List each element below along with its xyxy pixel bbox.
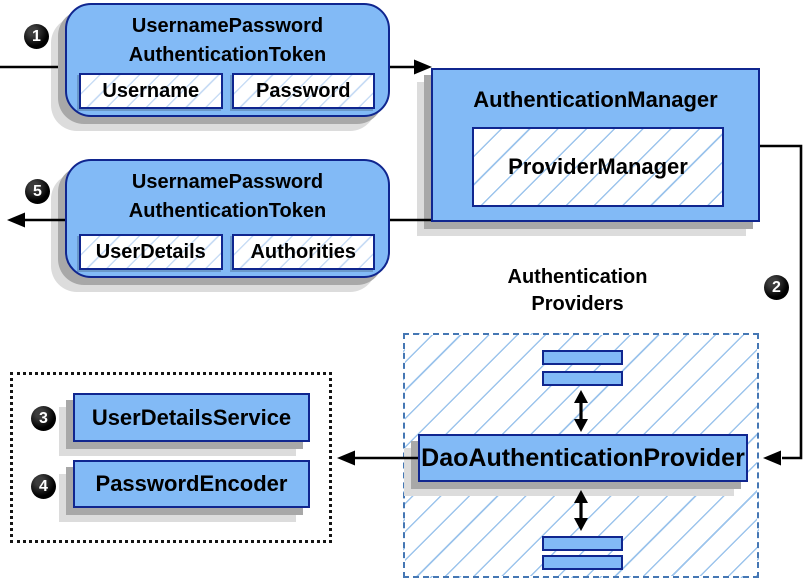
step-5-badge: 5 bbox=[25, 179, 50, 204]
step-1-badge: 1 bbox=[24, 24, 49, 49]
other-provider-bar bbox=[542, 350, 623, 365]
other-provider-bar bbox=[542, 536, 623, 551]
userdetails-field-box: UserDetails bbox=[79, 234, 223, 270]
step-4-badge: 4 bbox=[31, 474, 56, 499]
request-token-fields: Username Password bbox=[79, 73, 375, 109]
other-provider-bar bbox=[542, 371, 623, 386]
request-token-box: UsernamePassword AuthenticationToken Use… bbox=[65, 3, 390, 117]
request-token-title-line1: UsernamePassword bbox=[131, 15, 324, 37]
response-token-title-line1: UsernamePassword bbox=[131, 171, 324, 193]
request-token-title-line2: AuthenticationToken bbox=[128, 44, 327, 66]
response-token-title-line2: AuthenticationToken bbox=[128, 200, 327, 222]
provider-manager-box: ProviderManager bbox=[472, 127, 724, 207]
user-details-service-box: UserDetailsService bbox=[73, 393, 310, 442]
password-field-box: Password bbox=[231, 73, 375, 109]
other-provider-bar bbox=[542, 555, 623, 570]
step-2-badge: 2 bbox=[764, 275, 789, 300]
username-field-box: Username bbox=[79, 73, 223, 109]
authentication-manager-box: AuthenticationManager ProviderManager bbox=[431, 68, 760, 222]
authorities-field-box: Authorities bbox=[231, 234, 375, 270]
authentication-providers-label: Authentication Providers bbox=[430, 264, 725, 318]
authentication-providers-label-line2: Providers bbox=[531, 293, 624, 315]
response-token-fields: UserDetails Authorities bbox=[79, 234, 375, 270]
response-token-title: UsernamePassword AuthenticationToken bbox=[67, 161, 388, 226]
response-token-box: UsernamePassword AuthenticationToken Use… bbox=[65, 159, 390, 278]
request-token-title: UsernamePassword AuthenticationToken bbox=[67, 5, 388, 70]
dao-authentication-provider-box: DaoAuthenticationProvider bbox=[418, 434, 748, 482]
step-3-badge: 3 bbox=[31, 406, 56, 431]
authentication-providers-label-line1: Authentication bbox=[507, 266, 648, 288]
password-encoder-box: PasswordEncoder bbox=[73, 460, 310, 508]
step2-flow-arrow bbox=[760, 144, 803, 466]
authentication-manager-title: AuthenticationManager bbox=[473, 87, 718, 112]
